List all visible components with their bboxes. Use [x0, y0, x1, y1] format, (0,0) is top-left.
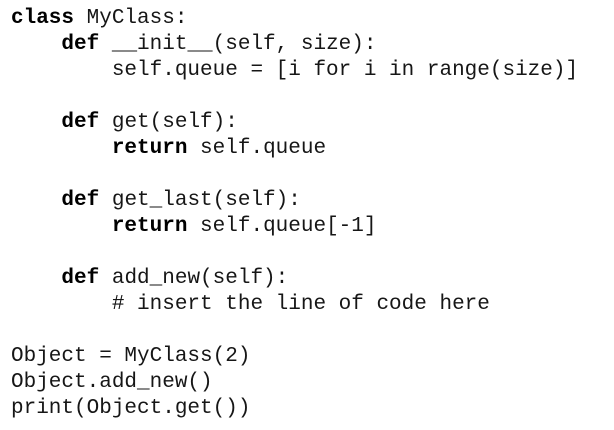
code-line: return self.queue [11, 136, 614, 162]
code-text: self.queue[-1] [187, 215, 377, 238]
code-text: add_new(self): [99, 267, 289, 290]
code-line [11, 162, 614, 188]
code-line: Object.add_new() [11, 370, 614, 396]
code-text [11, 215, 112, 238]
code-text: print(Object.get()) [11, 397, 251, 420]
code-line: Object = MyClass(2) [11, 344, 614, 370]
code-line: def get(self): [11, 110, 614, 136]
code-line: def get_last(self): [11, 188, 614, 214]
code-line: class MyClass: [11, 6, 614, 32]
code-text [11, 267, 61, 290]
code-line: print(Object.get()) [11, 396, 614, 422]
code-text: get(self): [99, 111, 238, 134]
code-text: self.queue = [i for i in range(size)] [11, 59, 579, 82]
code-line: # insert the line of code here [11, 292, 614, 318]
code-text [11, 137, 112, 160]
code-keyword: return [111, 215, 188, 238]
code-line: def add_new(self): [11, 266, 614, 292]
code-text: get_last(self): [99, 189, 301, 212]
code-line: return self.queue[-1] [11, 214, 614, 240]
code-keyword: def [61, 189, 100, 212]
code-line: self.queue = [i for i in range(size)] [11, 58, 614, 84]
code-text: Object = MyClass(2) [11, 345, 251, 368]
code-keyword: def [61, 111, 100, 134]
code-keyword: return [111, 137, 188, 160]
code-text [11, 189, 61, 212]
code-keyword: class [11, 7, 75, 30]
code-text: MyClass: [74, 7, 188, 30]
code-text: __init__(self, size): [99, 33, 377, 56]
code-text [11, 111, 61, 134]
code-line: def __init__(self, size): [11, 32, 614, 58]
code-text [11, 33, 61, 56]
code-keyword: def [61, 267, 100, 290]
code-line [11, 240, 614, 266]
code-text: self.queue [187, 137, 327, 160]
code-line [11, 318, 614, 344]
code-text: Object.add_new() [11, 371, 213, 394]
code-keyword: def [61, 33, 100, 56]
code-text: # insert the line of code here [11, 293, 490, 316]
code-line [11, 84, 614, 110]
